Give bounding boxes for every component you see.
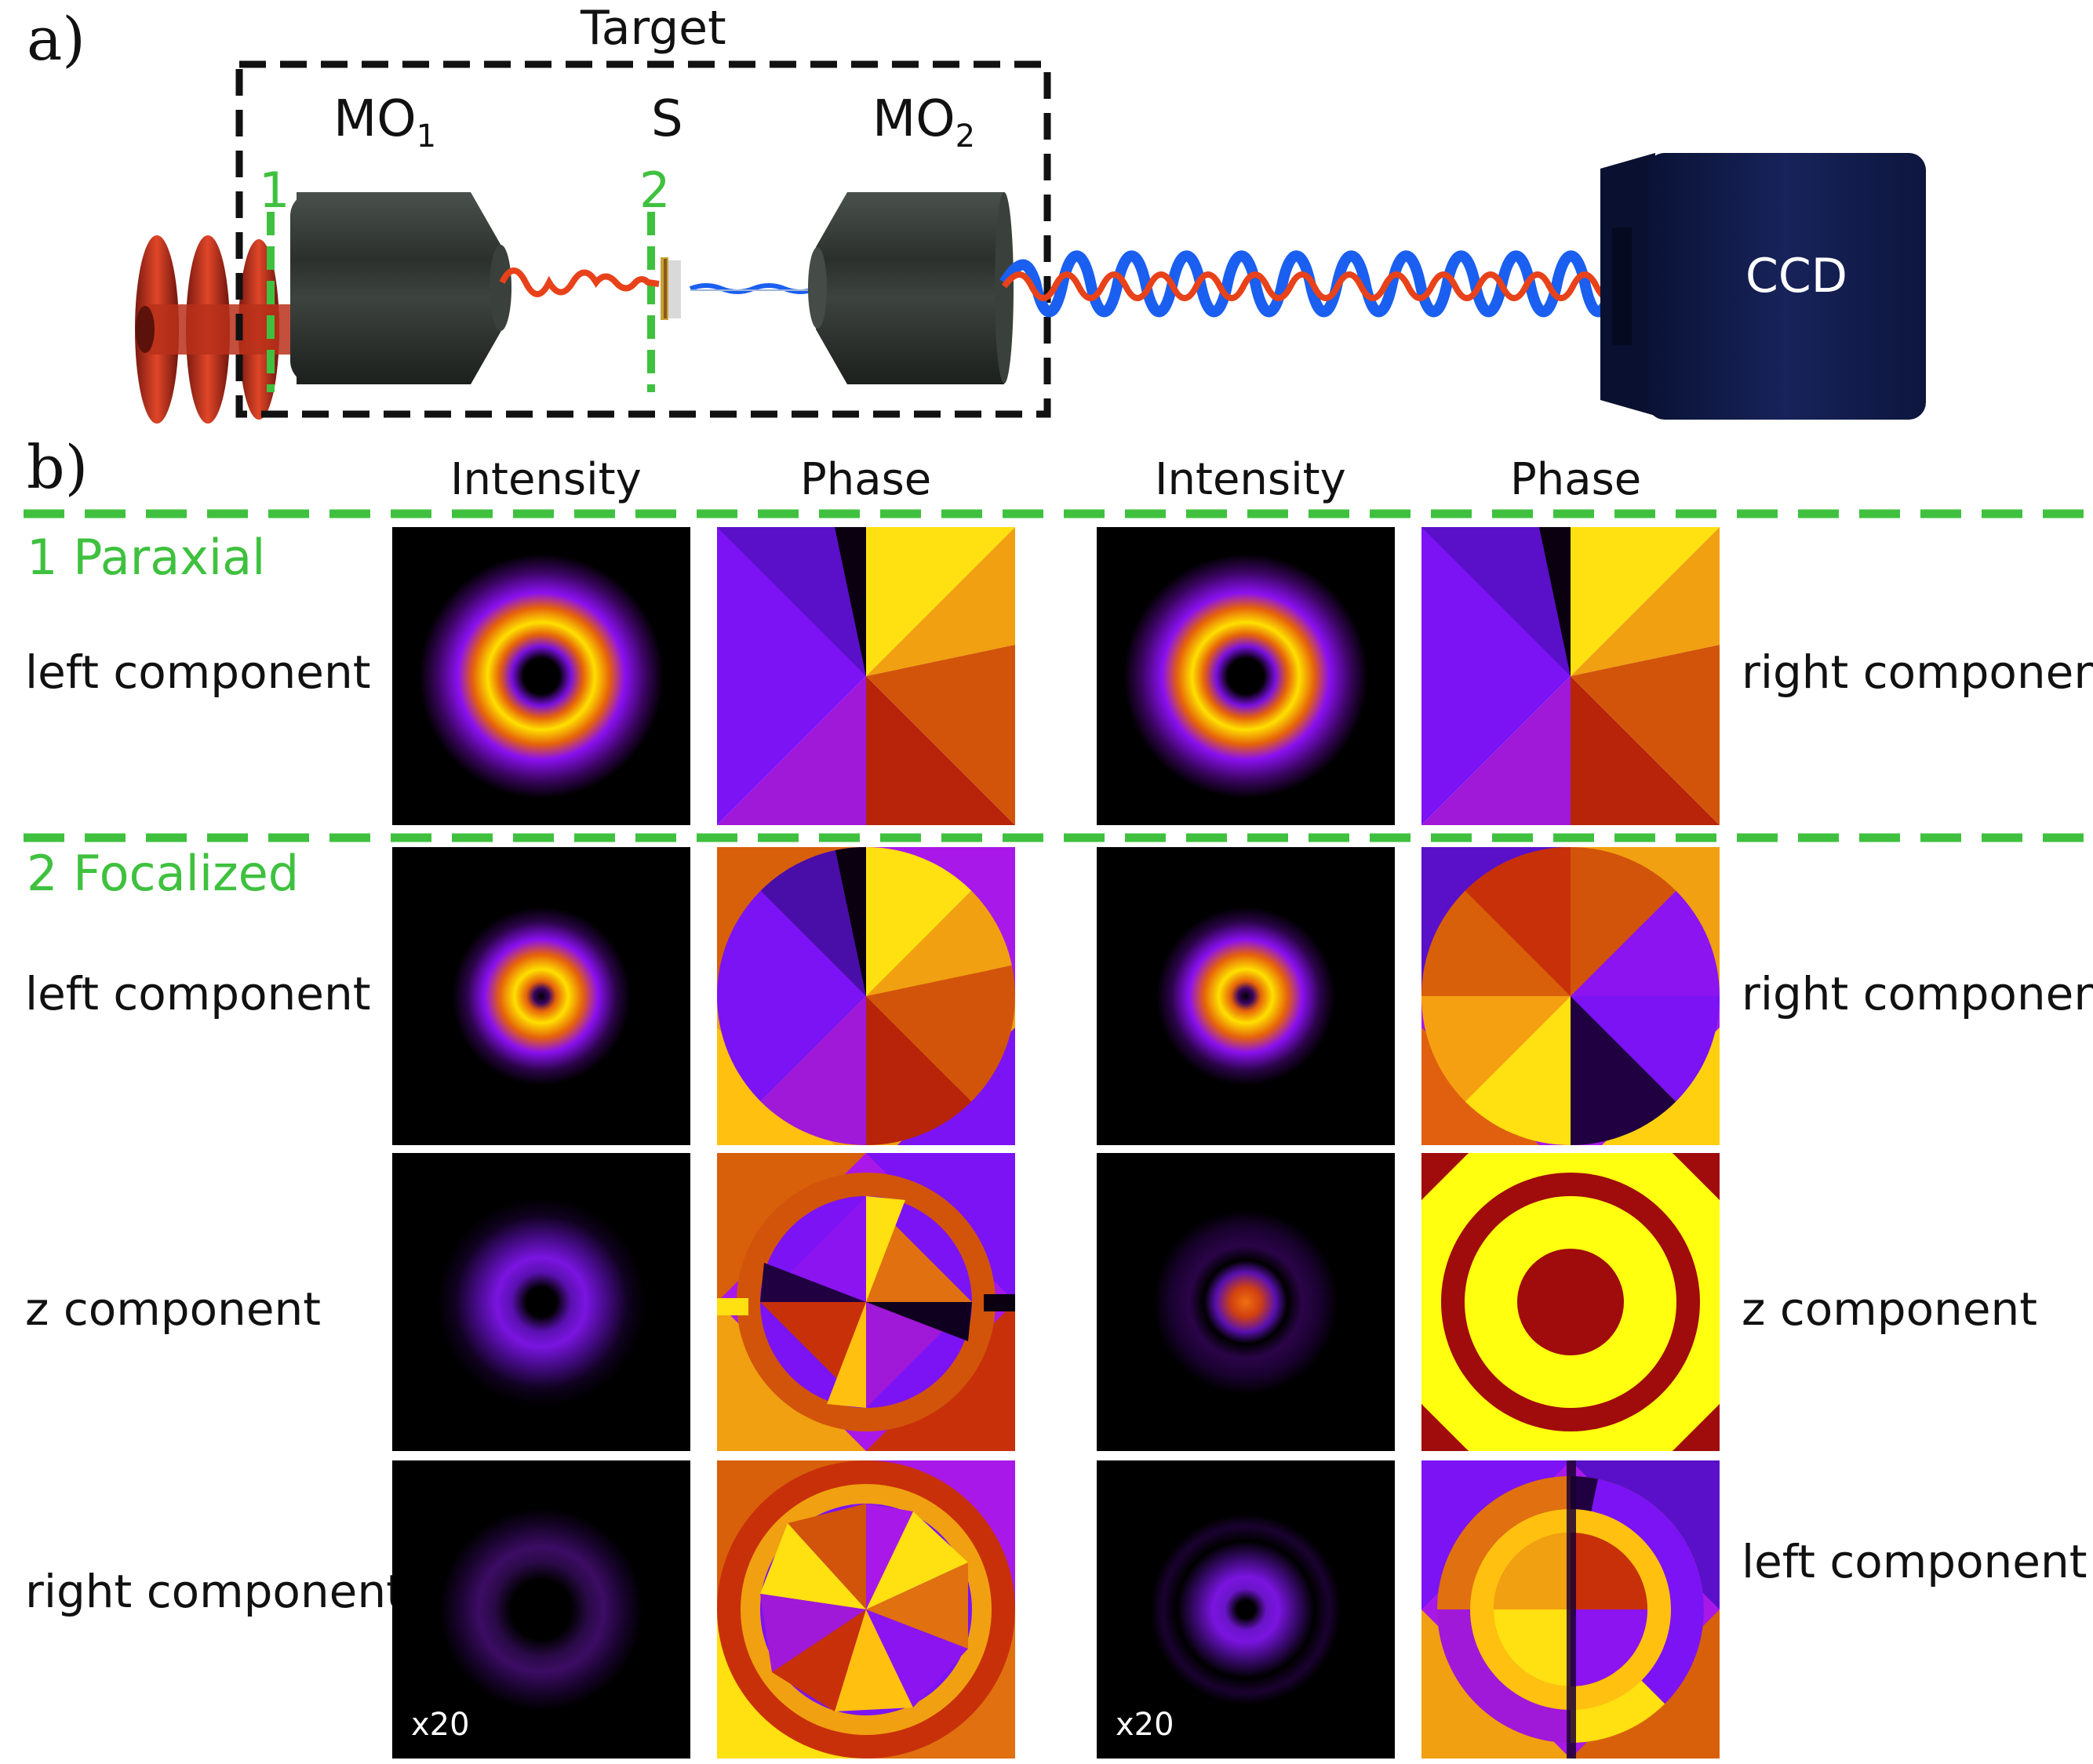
intensity-z-left xyxy=(392,1153,690,1451)
target-box xyxy=(235,60,1051,418)
setup-diagram xyxy=(135,60,1926,424)
intensity-paraxial-right xyxy=(1097,527,1395,825)
phase-z-right xyxy=(1421,1153,1720,1451)
phase-cross-right xyxy=(1421,1460,1720,1759)
row-4-left-label: right component xyxy=(25,1565,404,1618)
sample-label: S xyxy=(651,90,683,148)
section-focalized: 2 Focalized xyxy=(27,845,300,902)
phase-focalized-right xyxy=(1421,847,1720,1145)
row-3-right-label: z component xyxy=(1742,1282,2037,1336)
phase-cross-left xyxy=(717,1460,1015,1759)
objective-mo1 xyxy=(290,192,511,384)
multiplier-label-left: x20 xyxy=(411,1707,470,1743)
row-3-left-label: z component xyxy=(25,1282,321,1336)
header-phase-left: Phase xyxy=(800,454,932,505)
sample-wave xyxy=(689,283,817,294)
panel-a-label: a) xyxy=(27,4,86,74)
panel-b-label: b) xyxy=(27,432,89,502)
intensity-paraxial-left xyxy=(392,527,690,825)
header-intensity-right: Intensity xyxy=(1155,454,1346,505)
output-wave xyxy=(999,250,1673,318)
row-1-right-label: right component xyxy=(1742,646,2093,699)
input-beam xyxy=(135,235,302,424)
phase-focalized-left xyxy=(717,847,1015,1145)
phase-z-left xyxy=(717,1153,1015,1451)
mo2-label: MO2 xyxy=(872,90,976,155)
row-2-right-label: right component xyxy=(1742,967,2093,1020)
section-paraxial: 1 Paraxial xyxy=(27,529,266,586)
row-4-right-label: left component xyxy=(1742,1535,2088,1588)
sample xyxy=(661,257,681,320)
plane-1-label: 1 xyxy=(259,162,290,219)
ccd-label: CCD xyxy=(1745,249,1847,304)
row-2-left-label: left component xyxy=(25,967,371,1020)
focusing-wave xyxy=(499,267,660,297)
phase-paraxial-left xyxy=(717,527,1015,825)
intensity-cross-left: x20 xyxy=(392,1460,690,1759)
intensity-focalized-right xyxy=(1097,847,1395,1145)
phase-paraxial-right xyxy=(1421,527,1720,825)
intensity-z-right xyxy=(1097,1153,1395,1451)
header-intensity-left: Intensity xyxy=(450,454,642,505)
objective-mo2 xyxy=(808,192,1014,384)
header-phase-right: Phase xyxy=(1510,454,1642,505)
intensity-cross-right: x20 xyxy=(1097,1460,1395,1759)
multiplier-label-right: x20 xyxy=(1116,1707,1174,1743)
intensity-focalized-left xyxy=(392,847,690,1145)
plane-2-label: 2 xyxy=(639,162,671,219)
row-1-left-label: left component xyxy=(25,646,371,699)
target-label: Target xyxy=(581,1,726,56)
separators xyxy=(24,509,2093,842)
ccd-camera xyxy=(1600,153,1926,420)
mo1-label: MO1 xyxy=(333,90,437,155)
